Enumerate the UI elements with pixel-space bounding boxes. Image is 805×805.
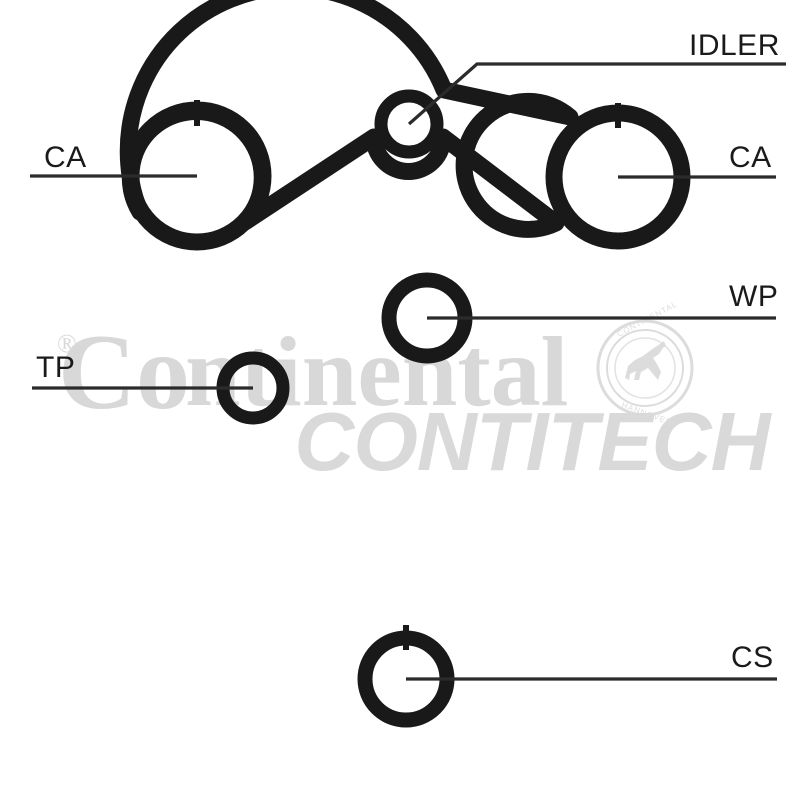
label-cs-text: CS (731, 641, 774, 674)
label-group: CA IDLER CA WP TP (30, 29, 786, 681)
label-tp-text: TP (36, 351, 75, 384)
label-ca-left[interactable]: CA (30, 141, 197, 178)
leader-line-idler (407, 62, 786, 126)
label-ca-left-text: CA (44, 141, 87, 174)
camshaft-pulley-right[interactable] (545, 103, 691, 250)
label-tp[interactable]: TP (32, 351, 253, 390)
camshaft-pulley-left[interactable] (122, 100, 272, 251)
idler-pulley[interactable] (374, 89, 444, 159)
crankshaft-pulley[interactable] (357, 625, 455, 728)
watermark-continental-word: ntinental (185, 316, 568, 427)
label-ca-right[interactable]: CA (618, 141, 776, 179)
label-ca-right-text: CA (729, 141, 772, 174)
watermark-continental-prefix: Co (58, 313, 190, 432)
label-wp[interactable]: WP (427, 280, 778, 320)
idler-pulley-rim (374, 89, 444, 159)
watermark-group: Co ntinental ® CONTINENTAL HANNOVER CONT… (57, 299, 774, 488)
label-idler-text: IDLER (689, 29, 780, 62)
label-idler[interactable]: IDLER (407, 29, 786, 126)
label-cs[interactable]: CS (406, 641, 777, 681)
watermark-contitech: CONTITECH (294, 395, 772, 488)
label-wp-text: WP (729, 280, 778, 313)
watermark-registered-icon: ® (57, 329, 77, 358)
